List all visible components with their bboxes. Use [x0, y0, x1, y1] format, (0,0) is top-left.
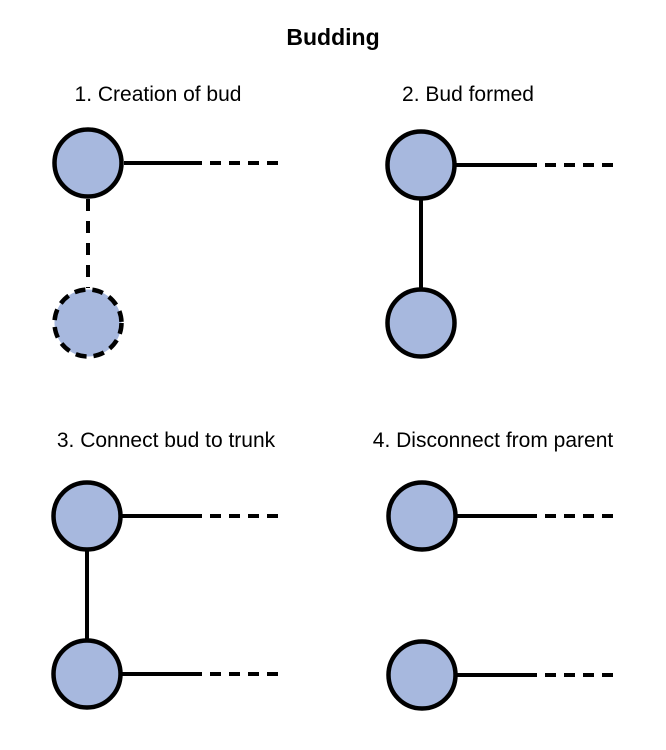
- panel4-parent-node: [386, 480, 458, 552]
- panel4-disconnect-from-parent: [386, 480, 616, 711]
- panel1-bud-node-dashed: [52, 287, 124, 359]
- panel1-creation-of-bud: [52, 127, 282, 359]
- panel3-bud-node: [51, 638, 123, 710]
- panel2-step-label: 2. Bud formed: [402, 83, 534, 106]
- panel1-parent-node: [52, 127, 124, 199]
- panel4-step-label: 4. Disconnect from parent: [372, 429, 614, 452]
- panel1-step-label: 1. Creation of bud: [74, 83, 242, 106]
- panel4-bud-node: [386, 639, 458, 711]
- panel2-bud-node: [385, 287, 457, 359]
- panel3-step-label: 3. Connect bud to trunk: [56, 429, 276, 452]
- diagram-title: Budding: [286, 24, 380, 50]
- panel2-bud-formed: [385, 129, 616, 359]
- panel3-parent-node: [51, 480, 123, 552]
- panel3-connect-bud-to-trunk: [51, 480, 282, 710]
- panel2-parent-node: [385, 129, 457, 201]
